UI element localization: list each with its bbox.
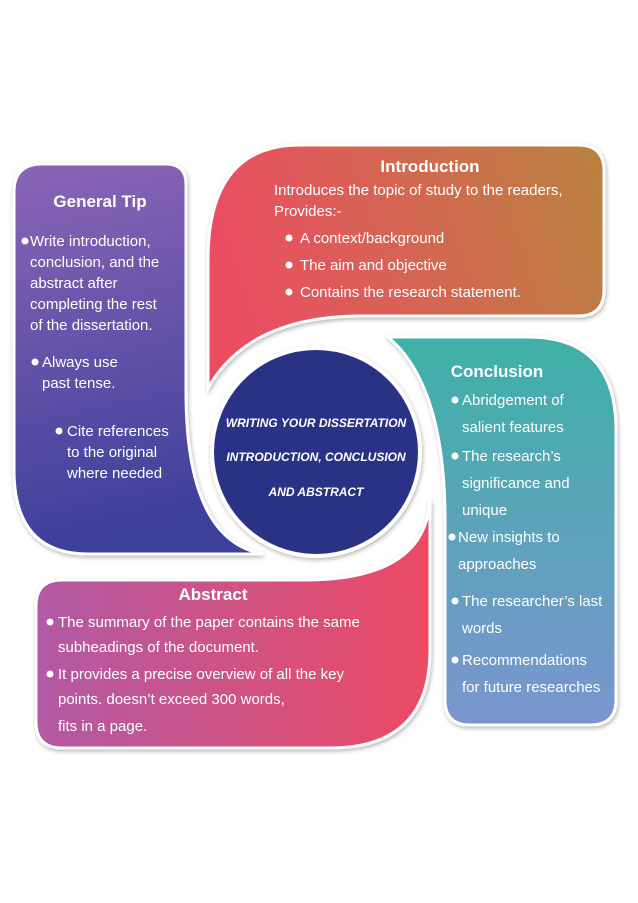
bullet-icon [448,533,456,541]
conclusion-item-5-line-1: Recommendations [462,652,587,669]
abstract-title: Abstract [179,585,248,604]
introduction-bullet-3: Contains the research statement. [300,284,521,301]
conclusion-item-4-line-1: The researcher’s last [462,593,603,610]
center-title-line-2: INTRODUCTION, CONCLUSION [226,450,406,464]
general-tip-item-1-line-1: Write introduction, [30,233,151,250]
conclusion-item-4-line-2: words [461,620,502,637]
general-tip-item-1-line-2: conclusion, and the [30,254,159,271]
conclusion-item-1-line-2: salient features [462,419,564,436]
bullet-icon [451,396,459,404]
general-tip-item-3-line-2: to the original [67,444,157,461]
bullet-icon [451,656,459,664]
abstract-item-2-line-1: It provides a precise overview of all th… [58,666,344,683]
bullet-icon [21,237,29,245]
center-circle [210,346,422,558]
general-tip-item-3-line-3: where needed [66,465,162,482]
conclusion-item-5-line-2: for future researches [462,679,600,696]
introduction-title: Introduction [380,157,479,176]
bullet-icon [285,234,293,242]
center-title-line-3: AND ABSTRACT [268,485,366,499]
general-tip-item-2-line-2: past tense. [42,375,115,392]
introduction-bullet-1: A context/background [300,230,444,247]
conclusion-title: Conclusion [451,362,544,381]
conclusion-item-2-line-3: unique [462,502,507,519]
general-tip-item-2-line-1: Always use [42,354,118,371]
bullet-icon [46,670,54,678]
general-tip-item-1-line-4: completing the rest [30,296,158,313]
conclusion-item-3-line-2: approaches [458,556,536,573]
introduction-intro-line-1: Introduces the topic of study to the rea… [274,182,563,199]
abstract-item-1-line-2: subheadings of the document. [58,639,259,656]
bullet-icon [285,261,293,269]
abstract-shape [34,499,432,750]
conclusion-item-2-line-2: significance and [462,475,570,492]
introduction-intro-line-2: Provides:- [274,203,342,220]
general-tip-item-3-line-1: Cite references [67,423,169,440]
abstract-item-1-line-1: The summary of the paper contains the sa… [58,614,360,631]
conclusion-item-1-line-1: Abridgement of [462,392,565,409]
center-title-line-1: WRITING YOUR DISSERTATION [226,416,407,430]
bullet-icon [46,618,54,626]
general-tip-title: General Tip [53,192,146,211]
general-tip-item-1-line-3: abstract after [30,275,118,292]
bullet-icon [31,358,39,366]
introduction-shape [206,143,606,394]
bullet-icon [451,452,459,460]
bullet-icon [451,597,459,605]
abstract-item-2-line-2: points. doesn’t exceed 300 words, [58,691,285,708]
bullet-icon [55,427,63,435]
general-tip-item-1-line-5: of the dissertation. [30,317,153,334]
conclusion-shape [383,335,618,727]
conclusion-item-3-line-1: New insights to [458,529,560,546]
introduction-bullet-2: The aim and objective [300,257,447,274]
conclusion-item-2-line-1: The research’s [462,448,561,465]
bullet-icon [285,288,293,296]
abstract-item-2-line-3: fits in a page. [58,718,147,735]
general-tip-shape [12,162,264,556]
